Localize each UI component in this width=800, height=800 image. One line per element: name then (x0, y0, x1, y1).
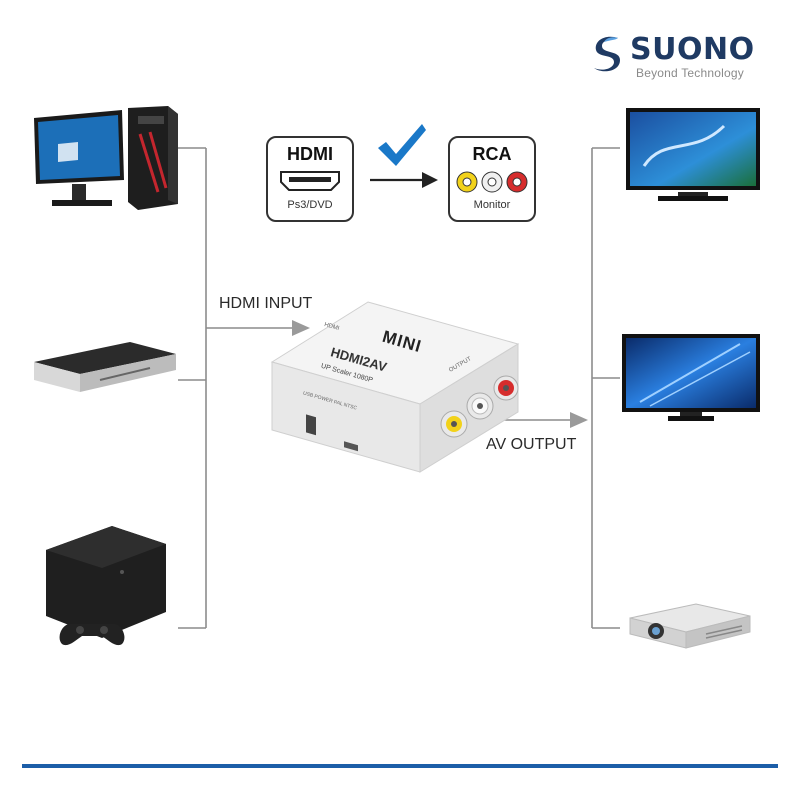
tv-screen-2-illustration (622, 334, 760, 421)
rca-box: RCA Monitor (448, 136, 536, 222)
bottom-divider (22, 764, 778, 768)
av-output-label: AV OUTPUT (486, 436, 577, 453)
tv-screen-2-icon (620, 332, 762, 424)
dvd-player-illustration (34, 342, 176, 392)
projector-icon (626, 598, 754, 654)
rca-jacks-icon (456, 171, 528, 193)
projector-illustration (629, 603, 751, 649)
rca-box-title: RCA (472, 144, 512, 164)
rca-box-subtitle: Monitor (473, 199, 511, 211)
hdmi-box-subtitle: Ps3/DVD (287, 199, 333, 211)
hdmi-box: HDMI Ps3/DVD (266, 136, 354, 222)
brand-name: SUONO (630, 32, 755, 67)
desktop-computer-illustration (34, 106, 178, 210)
game-console-icon (42, 520, 172, 660)
brand-tagline: Beyond Technology (636, 66, 744, 80)
game-console-illustration (46, 526, 166, 646)
brand-logo: SUONO Beyond Technology (588, 32, 768, 84)
hdmi-port-icon (280, 171, 340, 191)
dvd-player-icon (30, 336, 180, 396)
converter-body (270, 301, 520, 473)
desktop-computer-icon (28, 104, 188, 214)
hdmi-box-title: HDMI (287, 144, 333, 164)
checkmark-icon (378, 124, 426, 166)
hdmi-input-label: HDMI INPUT (219, 295, 313, 312)
hdmi2av-converter: MINI HDMI2AV UP Scaler 1080P HDMI OUTPUT… (270, 300, 520, 475)
tv-screen-1-illustration (626, 108, 760, 201)
tv-screen-1-icon (624, 106, 762, 206)
suono-logo-icon (594, 36, 620, 72)
